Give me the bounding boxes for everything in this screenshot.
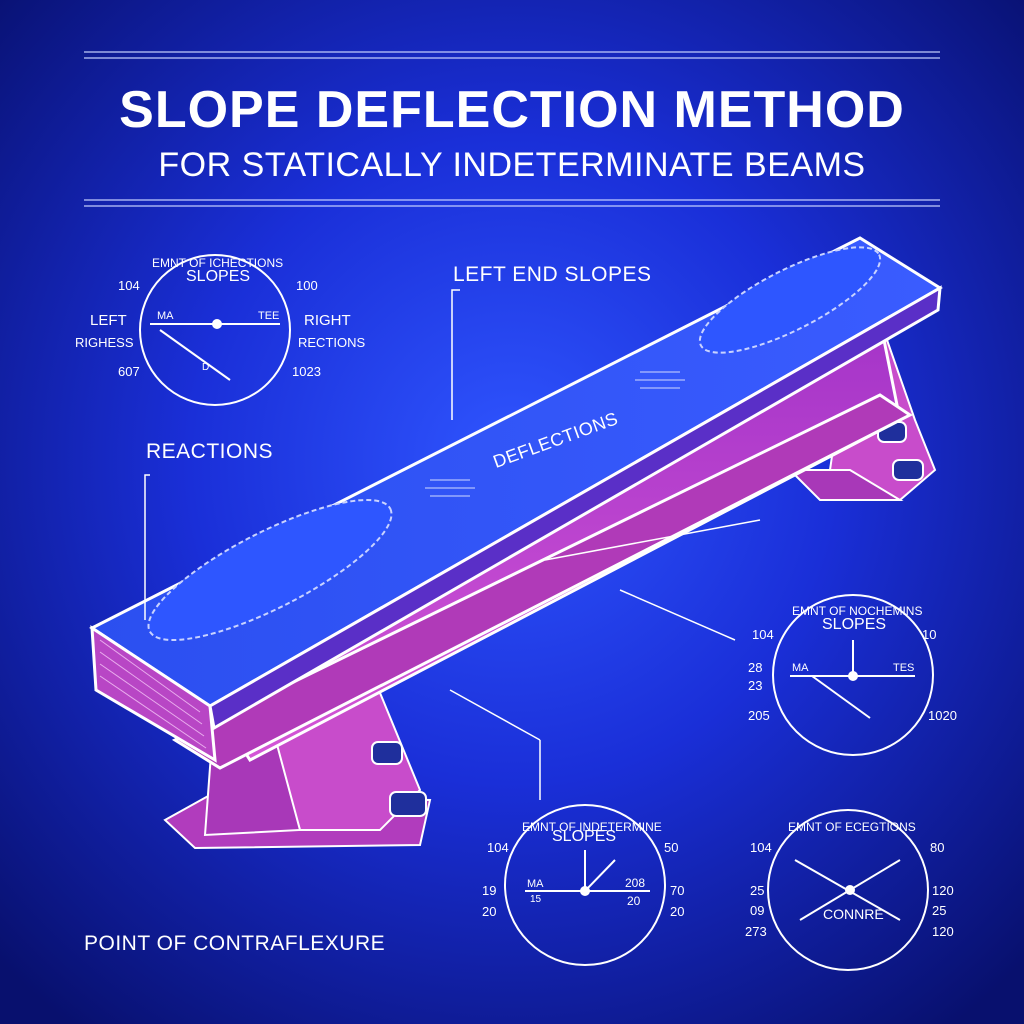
gauge-title: CONNRE	[823, 906, 884, 922]
gauge-value: 70	[670, 883, 685, 898]
gauge-needle-label: MA	[792, 662, 809, 674]
gauge-value: 20	[482, 904, 497, 919]
beam-bottom-flange	[171, 393, 913, 770]
gauge-value: 104	[487, 840, 509, 855]
page-title: SLOPE DEFLECTION METHOD	[119, 81, 905, 139]
gauge-caption: EMNT OF NOCHEMINS	[792, 604, 923, 618]
gauge-value: 120	[932, 924, 954, 939]
gauge-needle-label: 20	[627, 894, 641, 908]
support-bolt	[389, 791, 427, 817]
gauge-value: LEFT	[90, 312, 127, 329]
gauge-value: 120	[932, 883, 954, 898]
gauge-needle-label: D	[202, 362, 210, 373]
beam-end-hatching	[99, 639, 207, 749]
gauge-needle-label: TEE	[258, 310, 280, 322]
header-rules	[84, 51, 940, 207]
gauge-caption: EMNT OF ICHECTIONS	[152, 256, 284, 270]
gauge-title: SLOPES	[186, 268, 251, 285]
gauge-value: 104	[750, 840, 772, 855]
gauge-value: 273	[745, 924, 767, 939]
support-bolt	[892, 459, 924, 481]
gauge-value: 10	[922, 627, 937, 642]
gauge-title: SLOPES	[822, 616, 887, 633]
gauge-caption: EMNT OF ECEGTIONS	[788, 820, 916, 834]
gauge-value: 19	[482, 883, 497, 898]
gauge-value: 25	[750, 883, 765, 898]
beam-side-face	[208, 285, 942, 731]
gauge-value: 1023	[292, 364, 321, 379]
gauge-bottom-right	[767, 809, 929, 971]
gauge-needle-label: 208	[625, 876, 646, 890]
gauge-value: 50	[664, 840, 679, 855]
gauge-needle-label: MA	[527, 878, 544, 890]
gauge-value: 607	[118, 364, 140, 379]
gauge-value: RIGHESS	[75, 335, 134, 350]
gauge-caption: EMNT OF INDETERMINE	[522, 820, 662, 834]
gauge-bottom-middle	[504, 804, 666, 966]
gauge-value: 09	[750, 903, 765, 918]
gauge-value: 25	[932, 903, 947, 918]
page-subtitle: FOR STATICALLY INDETERMINATE BEAMS	[158, 146, 866, 184]
label-left-end-slopes: LEFT END SLOPES	[453, 263, 652, 286]
gauge-top-left	[139, 254, 291, 406]
gauge-title: SLOPES	[552, 828, 617, 845]
flange-plate-right	[698, 246, 882, 354]
gauge-needle-label: 15	[530, 894, 542, 905]
flange-plate-left	[147, 498, 393, 642]
gauge-value: 205	[748, 708, 770, 723]
deflection-hatch	[425, 371, 685, 497]
label-point-of-contraflexure: POINT OF CONTRAFLEXURE	[84, 932, 386, 955]
gauge-value: RECTIONS	[298, 335, 366, 350]
gauge-value: 104	[752, 627, 774, 642]
gauge-value: 28	[748, 660, 763, 675]
gauge-value: 104	[118, 278, 140, 293]
gauge-value: RIGHT	[304, 312, 351, 329]
gauge-right	[772, 594, 934, 756]
label-reactions: REACTIONS	[146, 440, 274, 463]
gauge-value: 100	[296, 278, 318, 293]
gauge-value: 1020	[928, 708, 957, 723]
gauge-value: 23	[748, 678, 763, 693]
beam-end-face	[90, 625, 217, 763]
gauge-value: 80	[930, 840, 945, 855]
leader-lines	[144, 289, 761, 800]
support-bolt	[371, 741, 403, 765]
gauge-needle-label: MA	[157, 310, 174, 322]
gauge-needle-label: TES	[893, 662, 915, 674]
gauge-value: 20	[670, 904, 685, 919]
